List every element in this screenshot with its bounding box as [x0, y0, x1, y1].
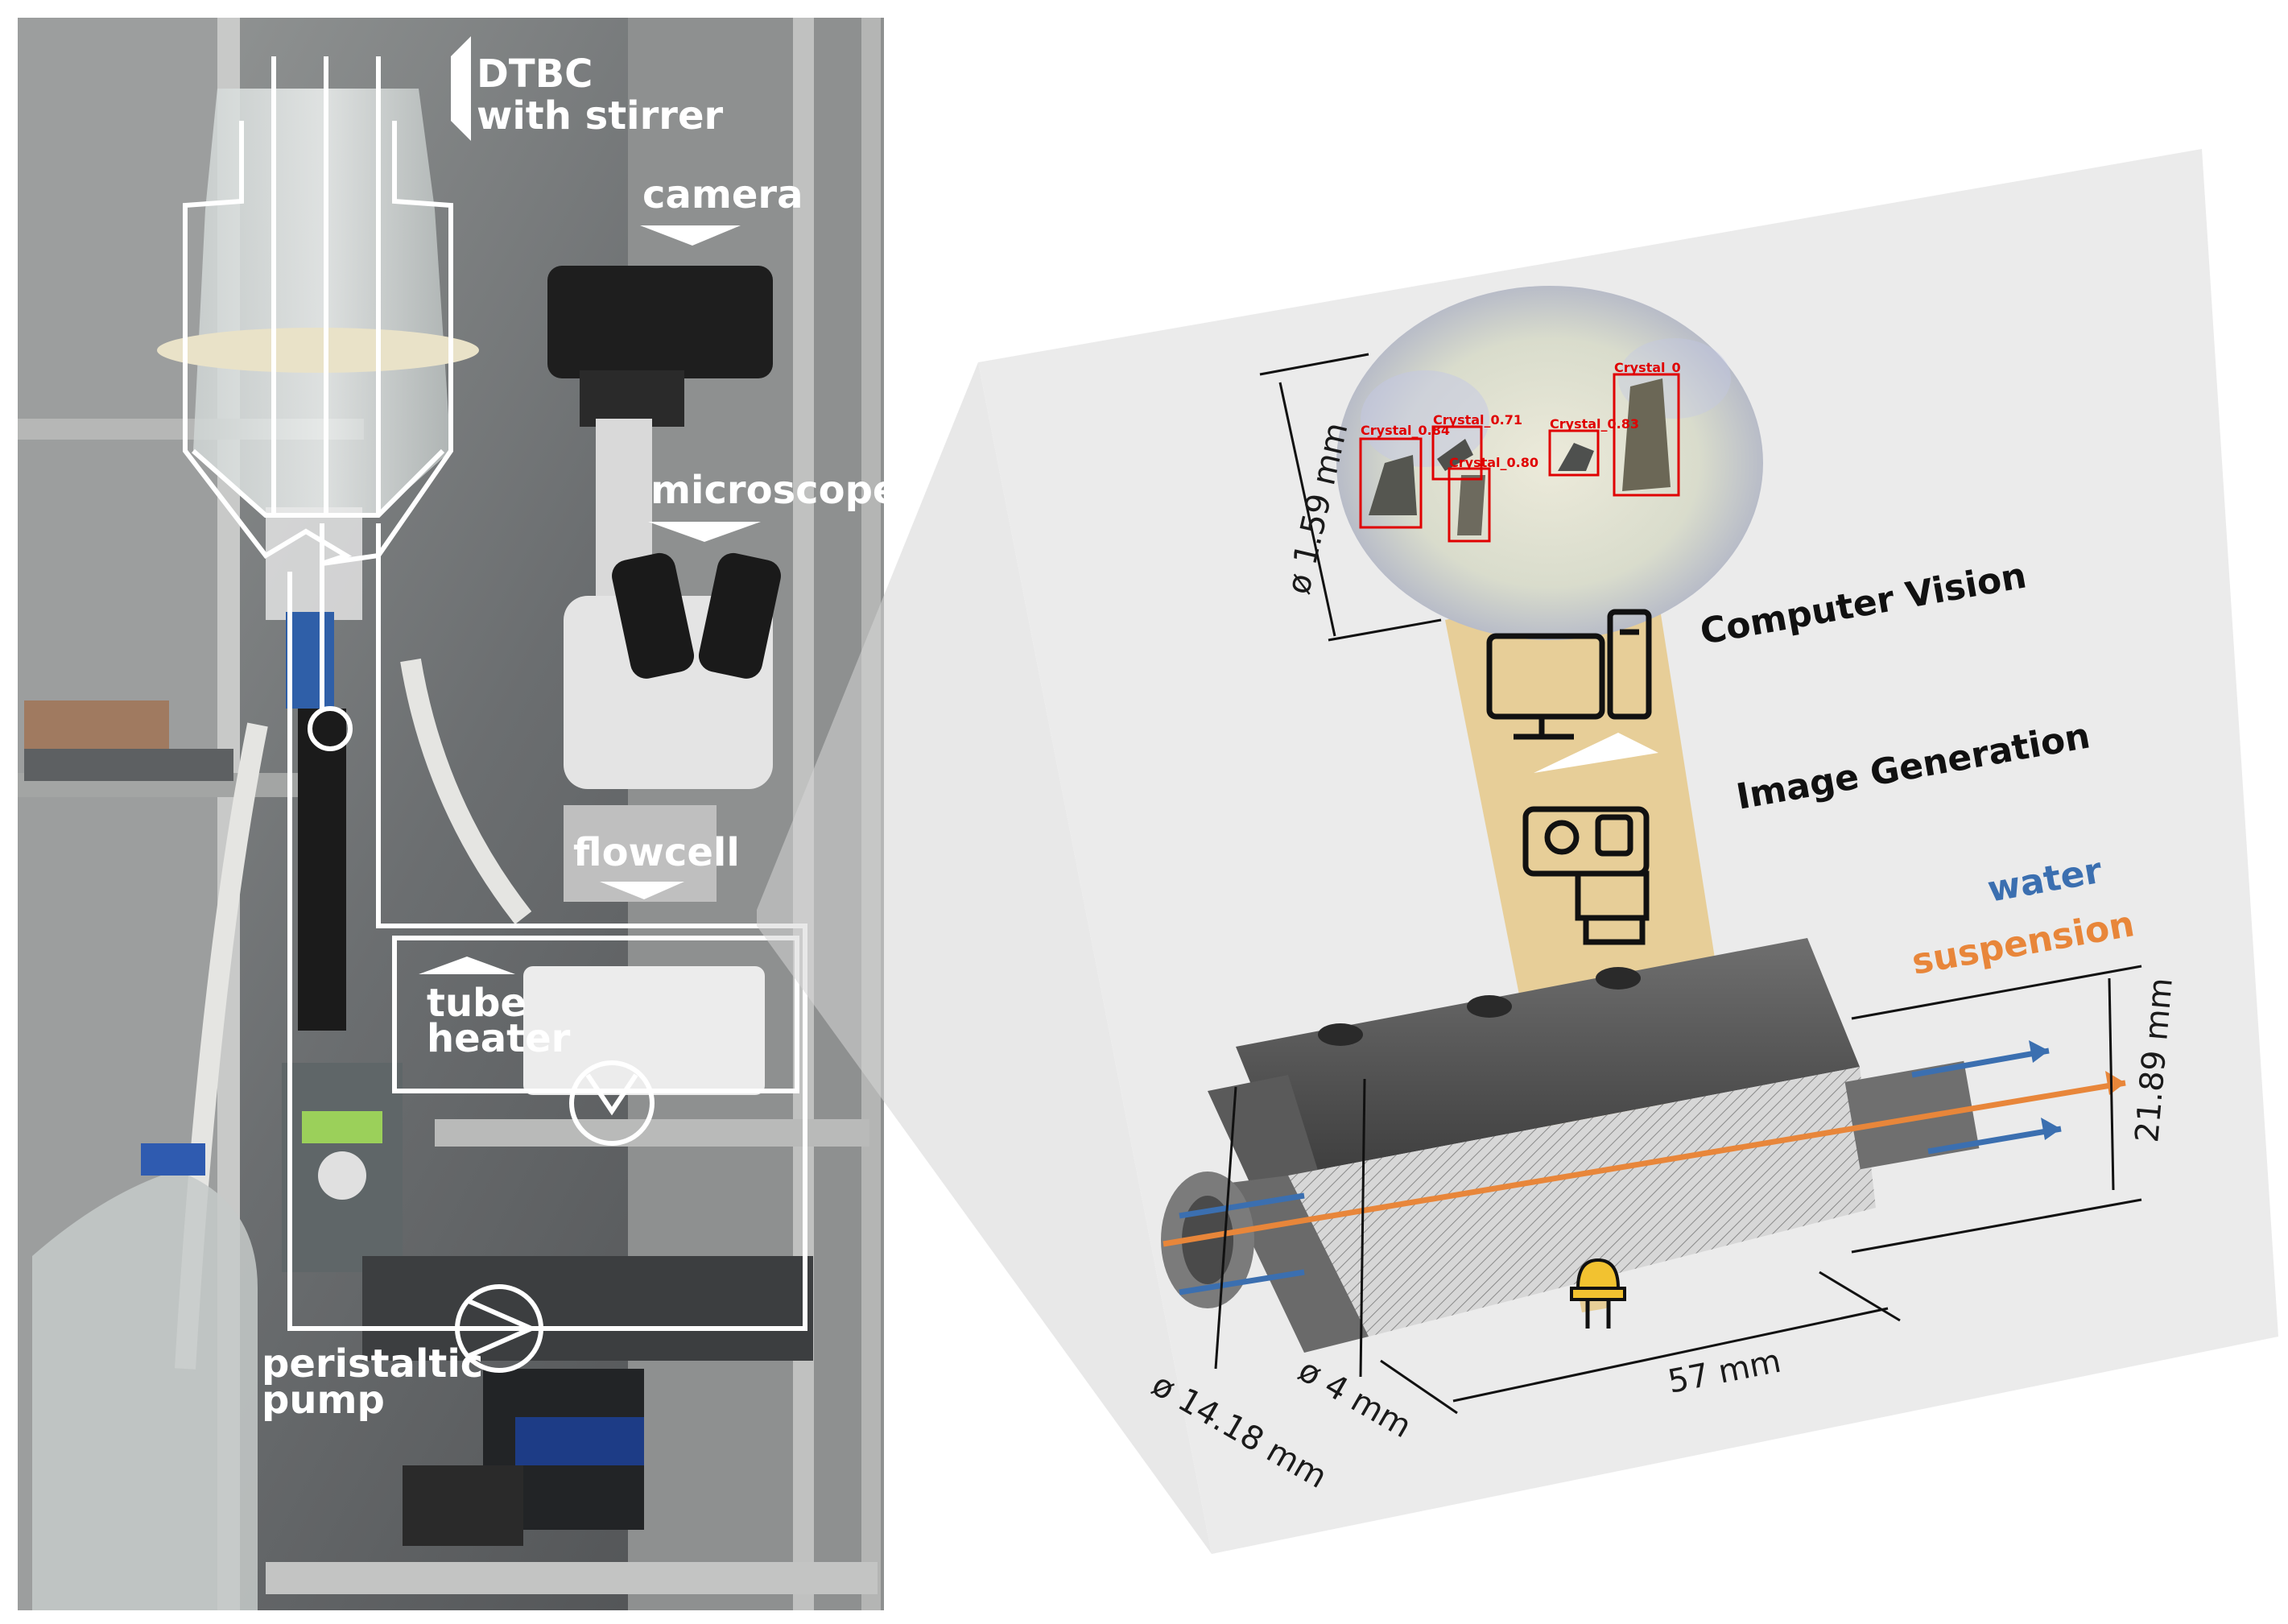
pump-symbol-mark	[465, 1298, 533, 1331]
flowcell-marker	[600, 882, 684, 899]
pump-symbol	[455, 1284, 543, 1373]
reactor-outline	[183, 121, 453, 566]
crystal	[1437, 439, 1473, 471]
view-diameter-dimension	[1259, 353, 1442, 642]
label-camera: camera	[642, 172, 803, 217]
detection-box	[1448, 467, 1491, 543]
suspension-arrow	[1163, 1080, 2126, 1247]
dtbc-marker	[451, 36, 471, 141]
detection-label: Crystal_0.71	[1433, 412, 1522, 428]
crystal	[1457, 475, 1485, 535]
water-arrow	[1927, 1126, 2062, 1155]
length-dimension	[1380, 1271, 1901, 1415]
heater-symbol	[569, 1060, 655, 1146]
tube-heater-marker	[419, 957, 515, 974]
flow-schematic-overlay	[183, 56, 807, 1373]
detection-box	[1548, 429, 1600, 477]
camera-marker	[640, 225, 741, 246]
heater-symbol-mark	[585, 1073, 638, 1116]
heater-loop	[392, 936, 799, 1093]
zoom-wedge	[757, 362, 1212, 1554]
microscope-view: Crystal_0.84 Crystal_0.71 Crystal_0.80 C…	[1336, 286, 1763, 640]
label-tube: tube	[427, 981, 527, 1026]
led-icon	[1570, 1258, 1626, 1329]
detection-box	[1613, 373, 1680, 497]
crystal	[1369, 455, 1417, 515]
label-flowcell: flowcell	[573, 830, 740, 875]
transfer-arrow	[1534, 733, 1658, 773]
crystal	[1558, 443, 1594, 471]
detection-label: Crystal_0.80	[1449, 455, 1538, 470]
return-line	[287, 523, 807, 1331]
water-arrow	[1179, 1192, 1305, 1219]
label-pump: pump	[262, 1378, 385, 1423]
computer-icon	[1486, 609, 1652, 740]
diameter-dimensions	[1214, 1078, 1366, 1378]
flowcell-diagram-panel: Crystal_0.84 Crystal_0.71 Crystal_0.80 C…	[978, 149, 2278, 1554]
detection-label: Crystal_0	[1614, 360, 1681, 375]
label-dtbc: DTBC	[477, 52, 593, 97]
flowcell-model	[1161, 938, 1980, 1353]
detection-label: Crystal_0.83	[1550, 416, 1639, 432]
detection-label: Crystal_0.84	[1361, 423, 1450, 438]
crystal	[1622, 378, 1671, 491]
detection-box	[1359, 437, 1423, 529]
water-arrow	[1179, 1269, 1305, 1295]
camera-icon	[1522, 806, 1650, 945]
label-stirrer: with stirrer	[477, 93, 723, 138]
detection-box	[1431, 425, 1483, 481]
label-microscope: microscope	[650, 468, 898, 513]
microscope-marker	[648, 522, 761, 542]
water-arrow	[1911, 1048, 2050, 1078]
pump-symbol-mark	[465, 1326, 533, 1359]
valve-symbol	[308, 706, 353, 751]
photo-markers	[419, 36, 761, 974]
label-peristaltic: peristaltic	[262, 1341, 483, 1386]
label-heater: heater	[427, 1016, 571, 1061]
height-dimension	[1851, 965, 2142, 1254]
reactor-outline-inner	[192, 448, 445, 518]
